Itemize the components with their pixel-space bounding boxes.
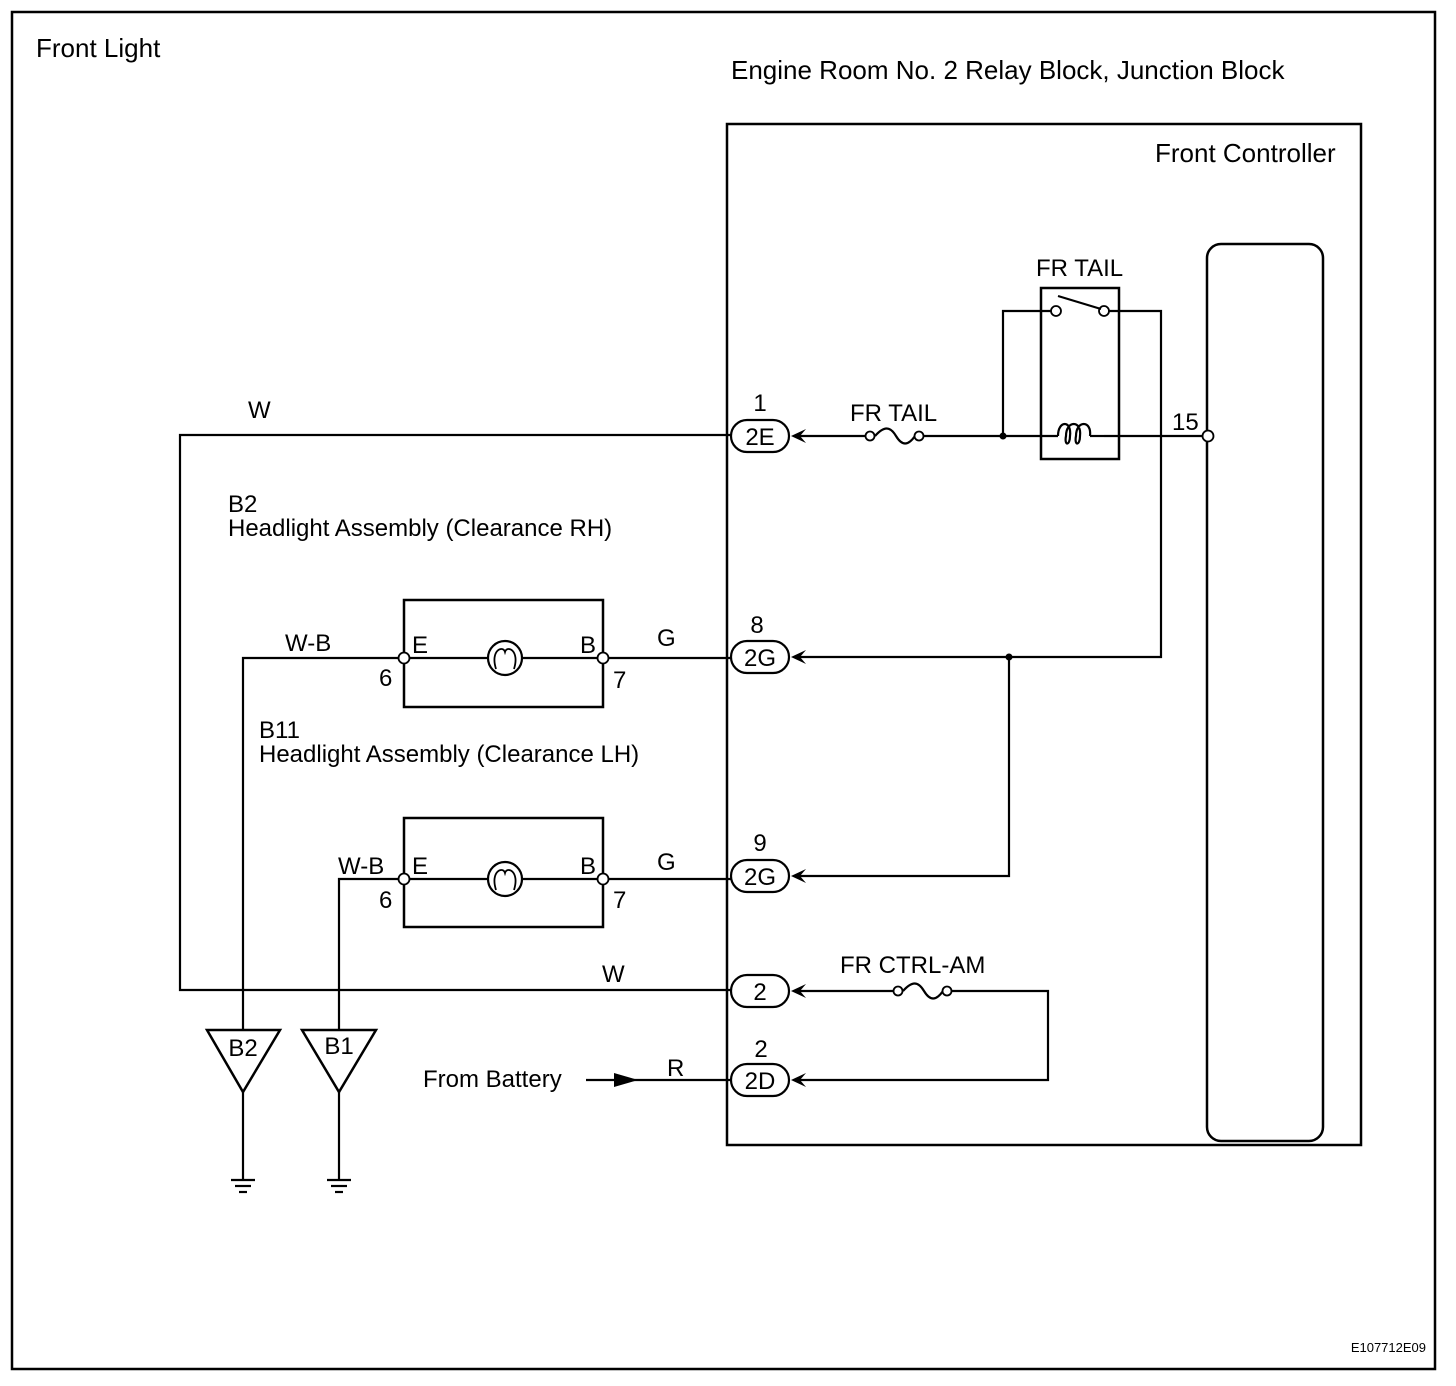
wire-label-g-rh: G [657,625,676,652]
junction-dot [1005,653,1013,661]
connector-2g-9: 2G [729,858,806,894]
ground-icon-label: B2 [228,1035,257,1062]
relay-contact [1050,305,1062,317]
headlight-lh-box [402,816,605,929]
headlight-lh-pin-b-num: 7 [613,887,626,914]
headlight-rh-term-b: B [580,632,596,659]
relay-label: FR TAIL [1036,255,1123,282]
battery-arrow-icon [614,1073,638,1087]
headlight-rh-name: Headlight Assembly (Clearance RH) [228,515,612,542]
headlight-lh-name: Headlight Assembly (Clearance LH) [259,741,639,768]
headlight-lh-pin-b [596,872,610,886]
headlight-rh-pin-e-num: 6 [379,665,392,692]
fuse-fr-ctrl-am [892,982,953,1000]
connector-2: 2 [729,973,806,1009]
junction-block-box [725,122,1363,1147]
fuse-fr-ctrl-am-label: FR CTRL-AM [840,952,985,979]
svg-text:2: 2 [753,979,766,1006]
front-controller-title: Front Controller [1155,138,1336,168]
connector-2e-pin: 1 [753,390,766,417]
svg-text:2G: 2G [744,645,776,672]
headlight-lh-pin-e [397,872,411,886]
wire-label-wb-rh: W-B [285,630,331,657]
relay-box [1039,286,1121,461]
connector-2g-8: 2G [729,639,806,675]
headlight-rh-id: B2 [228,491,257,518]
ground-icon-label: B1 [324,1033,353,1060]
relay-block-title: Engine Room No. 2 Relay Block, Junction … [731,55,1285,85]
diagram-title: Front Light [36,33,161,63]
headlight-rh-pin-e [397,651,411,665]
figure-code: E107712E09 [1351,1340,1426,1355]
bulb-icon [486,860,524,898]
wire-wb-lh [337,877,399,1030]
headlight-rh-term-e: E [412,632,428,659]
connector-2d-pin: 2 [754,1036,767,1063]
outer-frame [10,10,1437,1371]
wire-label-r: R [667,1055,684,1082]
junction-dot [999,432,1007,440]
relay-coil-icon [1056,422,1104,445]
ground-point-b1 [299,1028,379,1194]
bulb-icon [486,639,524,677]
front-controller-body [1205,242,1325,1143]
battery-label: From Battery [423,1066,562,1093]
svg-text:2D: 2D [745,1068,776,1095]
svg-text:2E: 2E [745,424,774,451]
controller-pin-15 [1201,429,1215,443]
headlight-lh-term-e: E [412,853,428,880]
ground-point-b2 [204,1028,283,1194]
wire-2g-branch [800,657,1011,878]
wire-relay-output [800,309,1163,659]
fuse-fr-tail-label: FR TAIL [850,400,937,427]
headlight-rh-pin-b-num: 7 [613,667,626,694]
headlight-lh-id: B11 [259,717,300,744]
headlight-lh-term-b: B [580,853,596,880]
wire-label-w-top: W [248,397,271,424]
wire-w-loop [178,433,732,992]
controller-pin-label: 15 [1172,409,1199,436]
connector-2g-8-pin: 8 [750,612,763,639]
headlight-lh-pin-e-num: 6 [379,887,392,914]
connector-2e: 2E [729,418,806,454]
wire-label-g-lh: G [657,849,676,876]
relay-contact [1098,305,1110,317]
headlight-rh-pin-b [596,651,610,665]
wire-label-w-bottom: W [602,961,625,988]
wire-ctrl-am-loop [800,989,1050,1082]
svg-text:2G: 2G [744,864,776,891]
relay-switch-arm [1057,294,1102,311]
wire-wb-rh [241,656,399,1030]
connector-2g-9-pin: 9 [753,830,766,857]
connector-2d: 2D [729,1062,806,1098]
wire-relay-feed [1001,309,1052,436]
fuse-fr-tail [864,427,925,445]
wire-label-wb-lh: W-B [338,853,384,880]
